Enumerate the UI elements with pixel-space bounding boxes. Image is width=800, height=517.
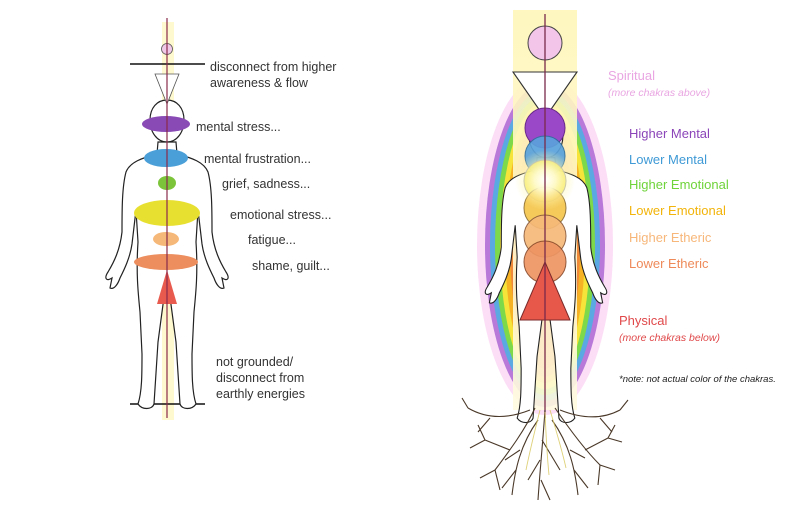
label-higher-mental: Higher Mental (629, 126, 710, 141)
root-glow (525, 409, 567, 476)
label-higher-emotional: Higher Emotional (629, 177, 729, 192)
label-spiritual-sub: (more chakras above) (608, 87, 711, 99)
note-text: *note: not actual color of the chakras. (619, 374, 776, 385)
label-physical-sub: (more chakras below) (619, 332, 720, 344)
label-higher-etheric: Higher Etheric (629, 230, 712, 245)
label-mental-stress: mental stress... (196, 120, 281, 134)
label-not-grounded: not grounded/ disconnect from earthly en… (216, 355, 305, 401)
label-emotional-stress: emotional stress... (230, 208, 332, 222)
mental-frustration-chakra (144, 149, 188, 167)
shame-chakra (134, 254, 198, 270)
label-lower-mental: Lower Mental (629, 152, 708, 167)
right-figure (461, 10, 629, 501)
left-figure (105, 18, 229, 420)
label-lower-emotional: Lower Emotional (629, 203, 726, 218)
label-physical: Physical (619, 313, 668, 328)
label-disconnect-higher: disconnect from higher awareness & flow (210, 60, 337, 90)
label-spiritual: Spiritual (608, 68, 655, 83)
roots (461, 397, 629, 501)
label-grief: grief, sadness... (222, 177, 311, 191)
label-fatigue: fatigue... (248, 233, 296, 247)
label-mental-frustration: mental frustration... (204, 152, 311, 166)
label-shame: shame, guilt... (252, 259, 330, 273)
mental-stress-chakra (142, 116, 190, 132)
fatigue-chakra (153, 232, 179, 246)
label-lower-etheric: Lower Etheric (629, 256, 709, 271)
